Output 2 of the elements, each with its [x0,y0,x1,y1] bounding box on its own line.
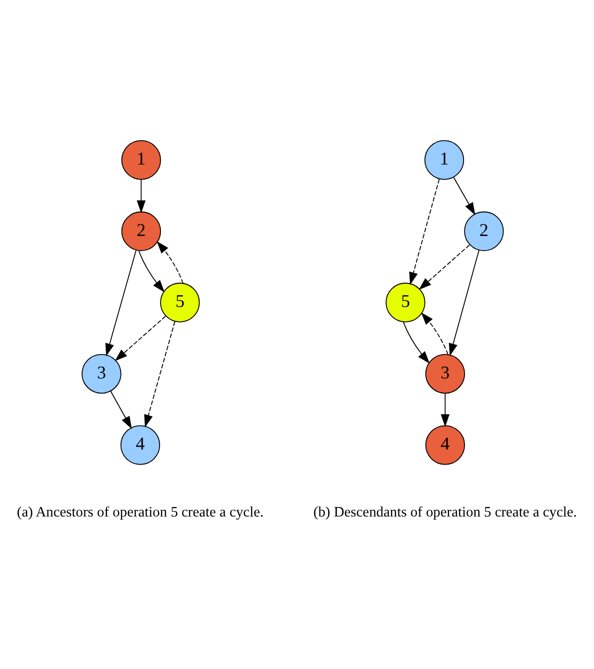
label: (a) Ancestors of operation 5 create a cycle. [16,504,264,520]
label: (b) Descendants of operation 5 create a cycle. [313,504,577,520]
